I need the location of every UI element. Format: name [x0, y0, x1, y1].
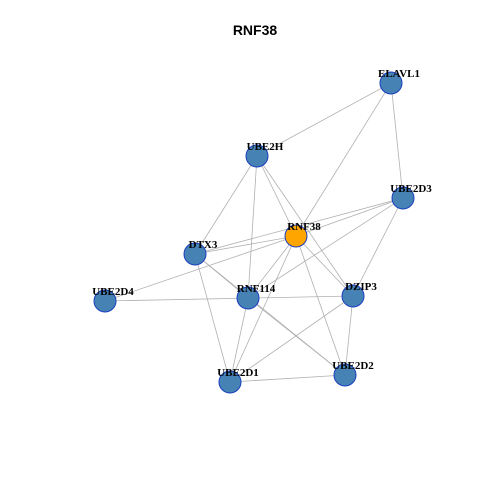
edge-ube2h-dzip3 — [256, 155, 354, 297]
edge-rnf38-ube2d2 — [295, 235, 346, 376]
node-circle-rnf38 — [284, 224, 308, 248]
edge-ube2d1-ube2d2 — [229, 374, 346, 383]
edge-rnf114-ube2d2 — [247, 297, 346, 376]
node-circle-dzip3 — [341, 284, 365, 308]
node-circle-ube2h — [245, 144, 269, 168]
node-circle-dtx3 — [183, 242, 207, 266]
edge-ube2d4-dzip3 — [104, 295, 354, 302]
node-circle-ube2d4 — [93, 289, 117, 313]
node-label-dzip3: DZIP3 — [345, 281, 377, 293]
node-elavl1: ELAVL1 — [378, 68, 420, 95]
edge-elavl1-ube2d3 — [390, 82, 404, 199]
node-label-ube2h: UBE2H — [247, 141, 284, 153]
edge-rnf38-ube2d4 — [104, 235, 297, 302]
node-ube2d1: UBE2D1 — [217, 367, 259, 394]
graph-title: RNF38 — [233, 22, 278, 38]
node-label-rnf38: RNF38 — [287, 221, 321, 233]
node-circle-ube2d3 — [391, 186, 415, 210]
edge-ube2h-rnf38 — [256, 155, 297, 237]
node-label-elavl1: ELAVL1 — [378, 68, 420, 80]
node-label-ube2d2: UBE2D2 — [332, 360, 374, 372]
node-label-ube2d4: UBE2D4 — [92, 286, 134, 298]
edge-elavl1-rnf38 — [295, 82, 392, 237]
node-label-dtx3: DTX3 — [189, 239, 218, 251]
edge-dzip3-ube2d1 — [229, 295, 354, 383]
node-ube2d2: UBE2D2 — [332, 360, 374, 387]
edge-rnf38-dzip3 — [295, 235, 354, 297]
node-circle-ube2d1 — [218, 370, 242, 394]
edge-elavl1-ube2h — [256, 82, 392, 157]
edge-dzip3-ube2d2 — [344, 295, 354, 376]
edge-rnf38-dtx3 — [194, 235, 297, 255]
node-dzip3: DZIP3 — [341, 281, 377, 308]
node-rnf38: RNF38 — [284, 221, 321, 248]
edge-ube2h-dtx3 — [194, 155, 258, 255]
edge-ube2d3-rnf114 — [247, 197, 404, 299]
node-ube2d3: UBE2D3 — [390, 183, 432, 210]
edge-ube2d3-rnf38 — [295, 197, 404, 237]
node-circle-elavl1 — [379, 71, 403, 95]
edge-dtx3-ube2d1 — [194, 253, 231, 383]
edge-ube2h-rnf114 — [247, 155, 258, 299]
edge-ube2d3-dzip3 — [352, 197, 404, 297]
node-label-ube2d1: UBE2D1 — [217, 367, 259, 379]
node-ube2h: UBE2H — [245, 141, 284, 168]
node-label-rnf114: RNF114 — [237, 283, 276, 295]
edge-rnf114-ube2d1 — [229, 297, 249, 383]
node-circle-rnf114 — [236, 286, 260, 310]
node-label-ube2d3: UBE2D3 — [390, 183, 432, 195]
node-dtx3: DTX3 — [183, 239, 218, 266]
edge-rnf38-rnf114 — [247, 235, 297, 299]
edge-layer — [104, 82, 404, 383]
node-ube2d4: UBE2D4 — [92, 286, 134, 313]
node-rnf114: RNF114 — [236, 283, 276, 310]
node-circle-ube2d2 — [333, 363, 357, 387]
